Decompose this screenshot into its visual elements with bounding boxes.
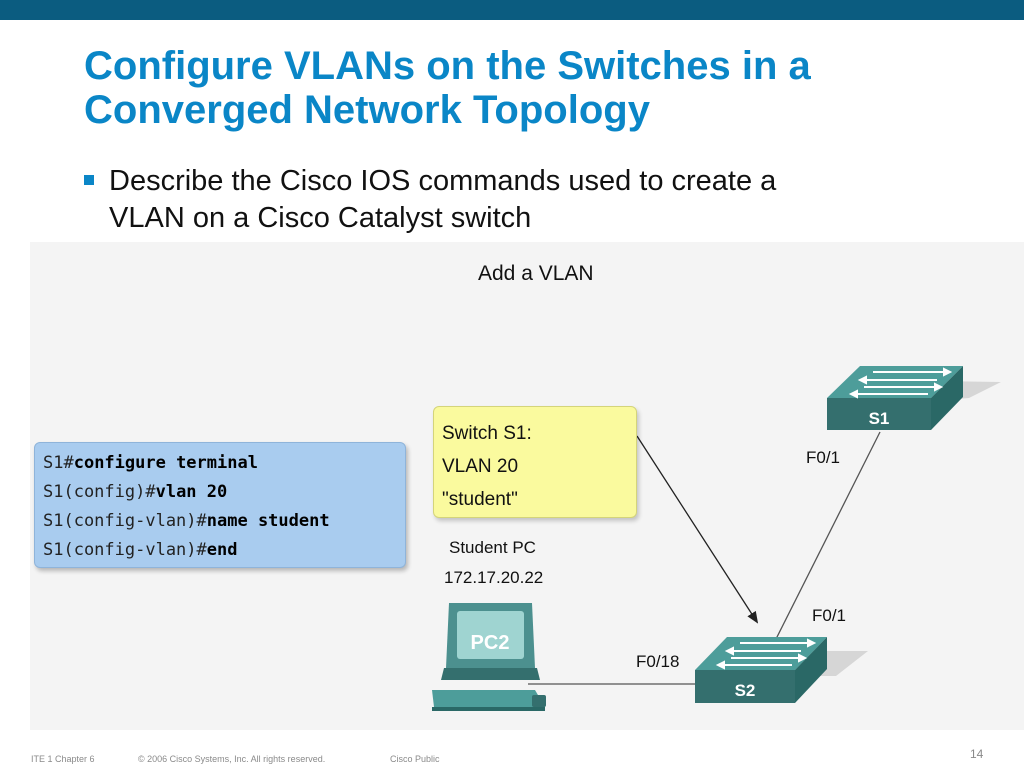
cli-command: end — [206, 540, 238, 560]
bullet-square-icon — [84, 175, 94, 185]
switch-s1-label: S1 — [869, 409, 890, 428]
slide-title-line-2: Converged Network Topology — [84, 88, 650, 132]
bullet-line-1: Describe the Cisco IOS commands used to … — [109, 165, 777, 197]
switch-note-callout: Switch S1: VLAN 20 "student" — [433, 406, 637, 518]
footer-copyright: © 2006 Cisco Systems, Inc. All rights re… — [138, 754, 326, 764]
note-line: VLAN 20 — [442, 456, 519, 477]
cli-command: name student — [206, 511, 330, 531]
bullet-line-2: VLAN on a Cisco Catalyst switch — [109, 202, 532, 234]
top-bar — [0, 0, 1024, 20]
bullet-point: Describe the Cisco IOS commands used to … — [84, 163, 944, 237]
pc2-label: PC2 — [471, 632, 510, 654]
cli-prompt: S1(config-vlan)# — [43, 511, 207, 531]
switch-s1-icon — [827, 366, 1001, 430]
page-number: 14 — [970, 747, 984, 761]
cli-command: vlan 20 — [155, 482, 228, 502]
pc-description-label: Student PC — [449, 538, 536, 557]
footer-classification: Cisco Public — [390, 754, 440, 764]
cli-line: S1(config)#vlan 20 — [43, 478, 405, 507]
cli-prompt: S1# — [43, 453, 74, 473]
figure-title: Add a VLAN — [478, 262, 594, 285]
footer-course: ITE 1 Chapter 6 — [31, 754, 95, 764]
cli-prompt: S1(config)# — [43, 482, 156, 502]
slide-title-line-1: Configure VLANs on the Switches in a — [84, 44, 811, 88]
note-line: Switch S1: — [442, 423, 532, 444]
note-arrow — [636, 435, 759, 624]
port-label-s2-f0-18: F0/18 — [636, 652, 680, 671]
cli-box: S1#configure terminal S1(config)#vlan 20… — [34, 442, 406, 568]
port-label-s2-f0-1: F0/1 — [812, 606, 847, 625]
switch-s2-label: S2 — [735, 681, 756, 700]
cli-prompt: S1(config-vlan)# — [43, 540, 207, 560]
slide-title: Configure VLANs on the Switches in a Con… — [84, 44, 984, 132]
link-s1-s2 — [774, 431, 881, 642]
cli-line: S1(config-vlan)#name student — [43, 507, 405, 536]
cli-line: S1(config-vlan)#end — [43, 536, 405, 565]
pc2-icon — [432, 603, 546, 711]
pc-ip-address: 172.17.20.22 — [444, 568, 544, 587]
note-line: "student" — [442, 489, 518, 510]
cli-line: S1#configure terminal — [43, 449, 405, 478]
port-label-s1-f0-1: F0/1 — [806, 448, 841, 467]
cli-command: configure terminal — [73, 453, 258, 473]
switch-s2-icon — [695, 637, 868, 703]
